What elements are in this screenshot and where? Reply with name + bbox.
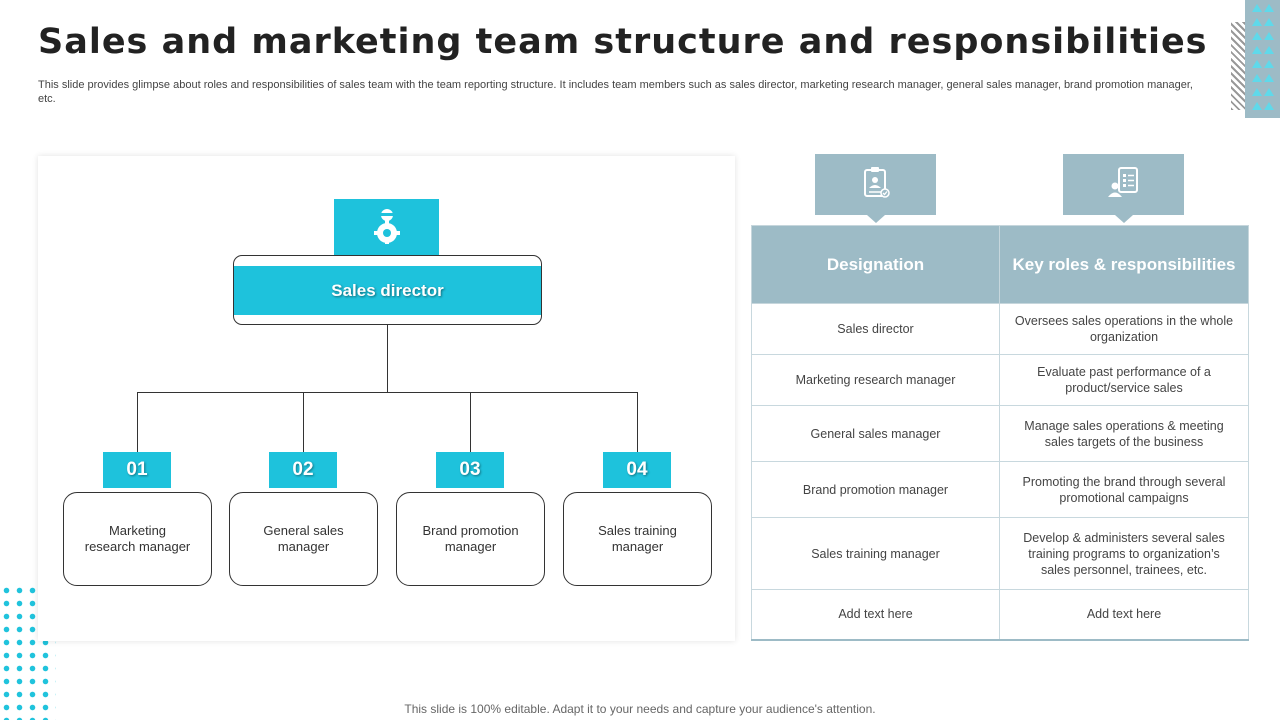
responsibility-cell: Promoting the brand through several prom…	[999, 461, 1249, 518]
connector-line	[137, 392, 138, 452]
responsibility-cell: Develop & administers several sales trai…	[999, 517, 1249, 590]
connector-line	[137, 392, 638, 393]
table-row: Sales director Oversees sales operations…	[751, 303, 1249, 355]
member-number: 03	[436, 452, 504, 488]
column-header-designation: Designation	[751, 225, 1000, 304]
responsibility-cell: Add text here	[999, 589, 1249, 641]
hatch-decoration	[1231, 22, 1245, 110]
responsibilities-icon-box	[1063, 154, 1184, 223]
member-role-label: Sales training manager	[598, 523, 677, 554]
slide-title: Sales and marketing team structure and r…	[38, 22, 1208, 62]
triangle-pattern-decoration	[1245, 0, 1280, 118]
designation-cell: Sales training manager	[751, 517, 1000, 590]
designation-cell: Brand promotion manager	[751, 461, 1000, 518]
member-role-label: General sales manager	[263, 523, 344, 554]
slide-subtitle: This slide provides glimpse about roles …	[38, 79, 1193, 105]
designation-cell: General sales manager	[751, 405, 1000, 462]
member-role-card: Marketing research manager	[63, 492, 212, 586]
table-row: Marketing research manager Evaluate past…	[751, 354, 1249, 406]
director-icon-box	[334, 199, 439, 256]
director-card: Sales director	[233, 255, 542, 325]
member-role-card: Brand promotion manager	[396, 492, 545, 586]
table-row: Sales training manager Develop & adminis…	[751, 517, 1249, 590]
id-badge-icon	[862, 166, 890, 203]
connector-line	[303, 392, 304, 452]
member-role-label: Marketing research manager	[84, 523, 191, 554]
column-header-responsibilities: Key roles & responsibilities	[999, 225, 1249, 304]
member-number: 04	[603, 452, 671, 488]
connector-line	[387, 325, 388, 392]
designation-icon-box	[815, 154, 936, 223]
member-role-card: General sales manager	[229, 492, 378, 586]
table-row: Brand promotion manager Promoting the br…	[751, 461, 1249, 518]
designation-cell: Add text here	[751, 589, 1000, 641]
checklist-person-icon	[1107, 166, 1141, 203]
table-header-row: Designation Key roles & responsibilities	[751, 225, 1249, 304]
connector-line	[637, 392, 638, 452]
member-role-label: Brand promotion manager	[422, 523, 519, 554]
member-role-card: Sales training manager	[563, 492, 712, 586]
director-label: Sales director	[234, 266, 541, 315]
roles-table: Designation Key roles & responsibilities…	[751, 225, 1249, 641]
designation-cell: Marketing research manager	[751, 354, 1000, 406]
slide-footer: This slide is 100% editable. Adapt it to…	[404, 702, 876, 716]
table-row: General sales manager Manage sales opera…	[751, 405, 1249, 462]
worker-gear-icon	[369, 206, 405, 249]
member-number: 02	[269, 452, 337, 488]
designation-cell: Sales director	[751, 303, 1000, 355]
responsibility-cell: Manage sales operations & meeting sales …	[999, 405, 1249, 462]
responsibility-cell: Oversees sales operations in the whole o…	[999, 303, 1249, 355]
responsibility-cell: Evaluate past performance of a product/s…	[999, 354, 1249, 406]
member-number: 01	[103, 452, 171, 488]
table-row: Add text here Add text here	[751, 589, 1249, 641]
connector-line	[470, 392, 471, 452]
